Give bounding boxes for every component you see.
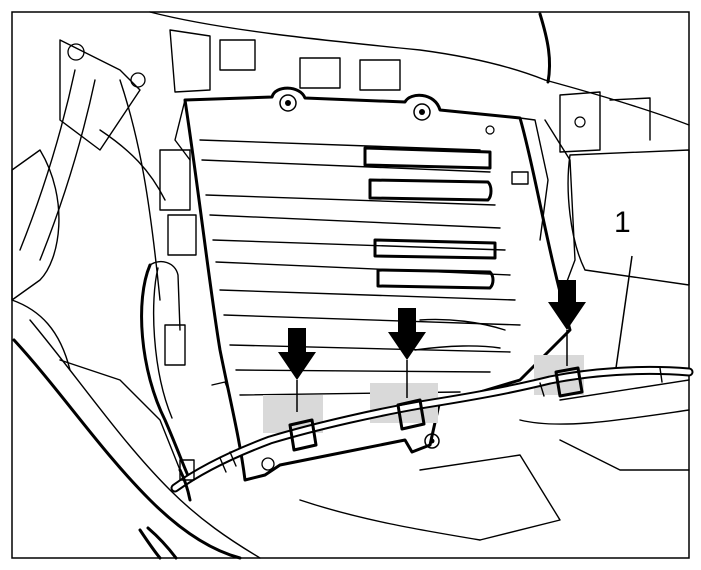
push-arrows: [278, 280, 586, 412]
control-module-panel: [174, 86, 572, 482]
callout-leader-line: [615, 255, 633, 369]
push-arrow-left: [278, 328, 316, 412]
wiring-harness: [170, 365, 694, 502]
diagram-frame: [11, 11, 690, 559]
callout-1: 1: [614, 206, 633, 369]
background-body-structure: [11, 11, 690, 560]
push-arrow-right: [548, 280, 586, 366]
push-arrow-middle: [388, 308, 426, 398]
callout-label: 1: [614, 206, 631, 239]
